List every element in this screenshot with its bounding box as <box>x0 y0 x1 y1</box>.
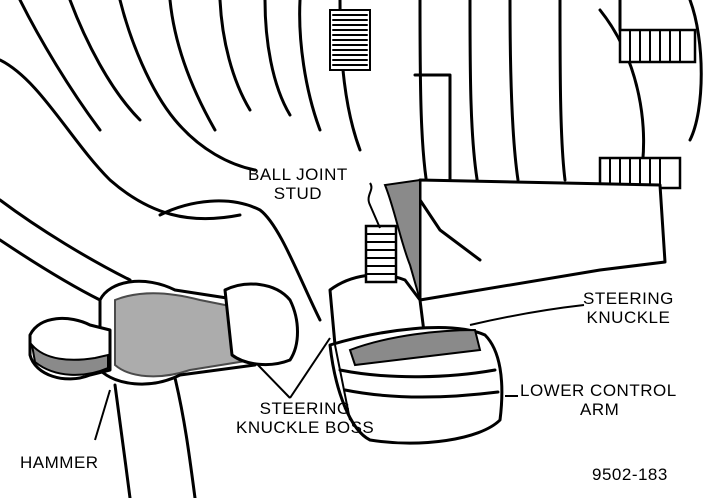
leader-steering-knuckle-boss <box>257 337 351 421</box>
label-lower-control-arm-line2: ARM <box>580 400 620 419</box>
ball-joint-stud-icon <box>364 224 398 284</box>
label-steering-knuckle-boss-line2: KNUCKLE BOSS <box>236 418 375 437</box>
cv-boot-icon <box>0 0 362 322</box>
leader-hammer <box>94 389 111 441</box>
label-ball-joint-stud-line2: STUD <box>273 184 323 203</box>
wheel-hub-icon <box>413 0 703 202</box>
label-ball-joint-stud-line1: BALL JOINT <box>248 165 348 184</box>
label-lower-control-arm: LOWER CONTROL ARM <box>520 381 677 419</box>
label-steering-knuckle: STEERING KNUCKLE <box>583 289 674 327</box>
hammer-icon <box>28 279 299 498</box>
label-steering-knuckle-line1: STEERING <box>583 289 674 308</box>
figure-id-text: 9502-183 <box>592 465 668 484</box>
label-steering-knuckle-line2: KNUCKLE <box>586 308 671 327</box>
label-steering-knuckle-boss-line1: STEERING <box>259 399 351 418</box>
label-steering-knuckle-boss: STEERING KNUCKLE BOSS <box>236 399 374 437</box>
lower-control-arm-icon <box>328 326 504 445</box>
label-ball-joint-stud: BALL JOINT STUD <box>248 165 348 203</box>
boot-clamp-icon <box>329 9 371 71</box>
leader-ball-joint-stud <box>367 182 381 229</box>
figure-id: 9502-183 <box>592 465 668 484</box>
leader-steering-knuckle <box>469 304 585 326</box>
label-lower-control-arm-line1: LOWER CONTROL <box>520 381 677 400</box>
label-hammer: HAMMER <box>20 453 99 472</box>
leader-lines <box>94 182 585 441</box>
label-hammer-text: HAMMER <box>20 453 99 472</box>
